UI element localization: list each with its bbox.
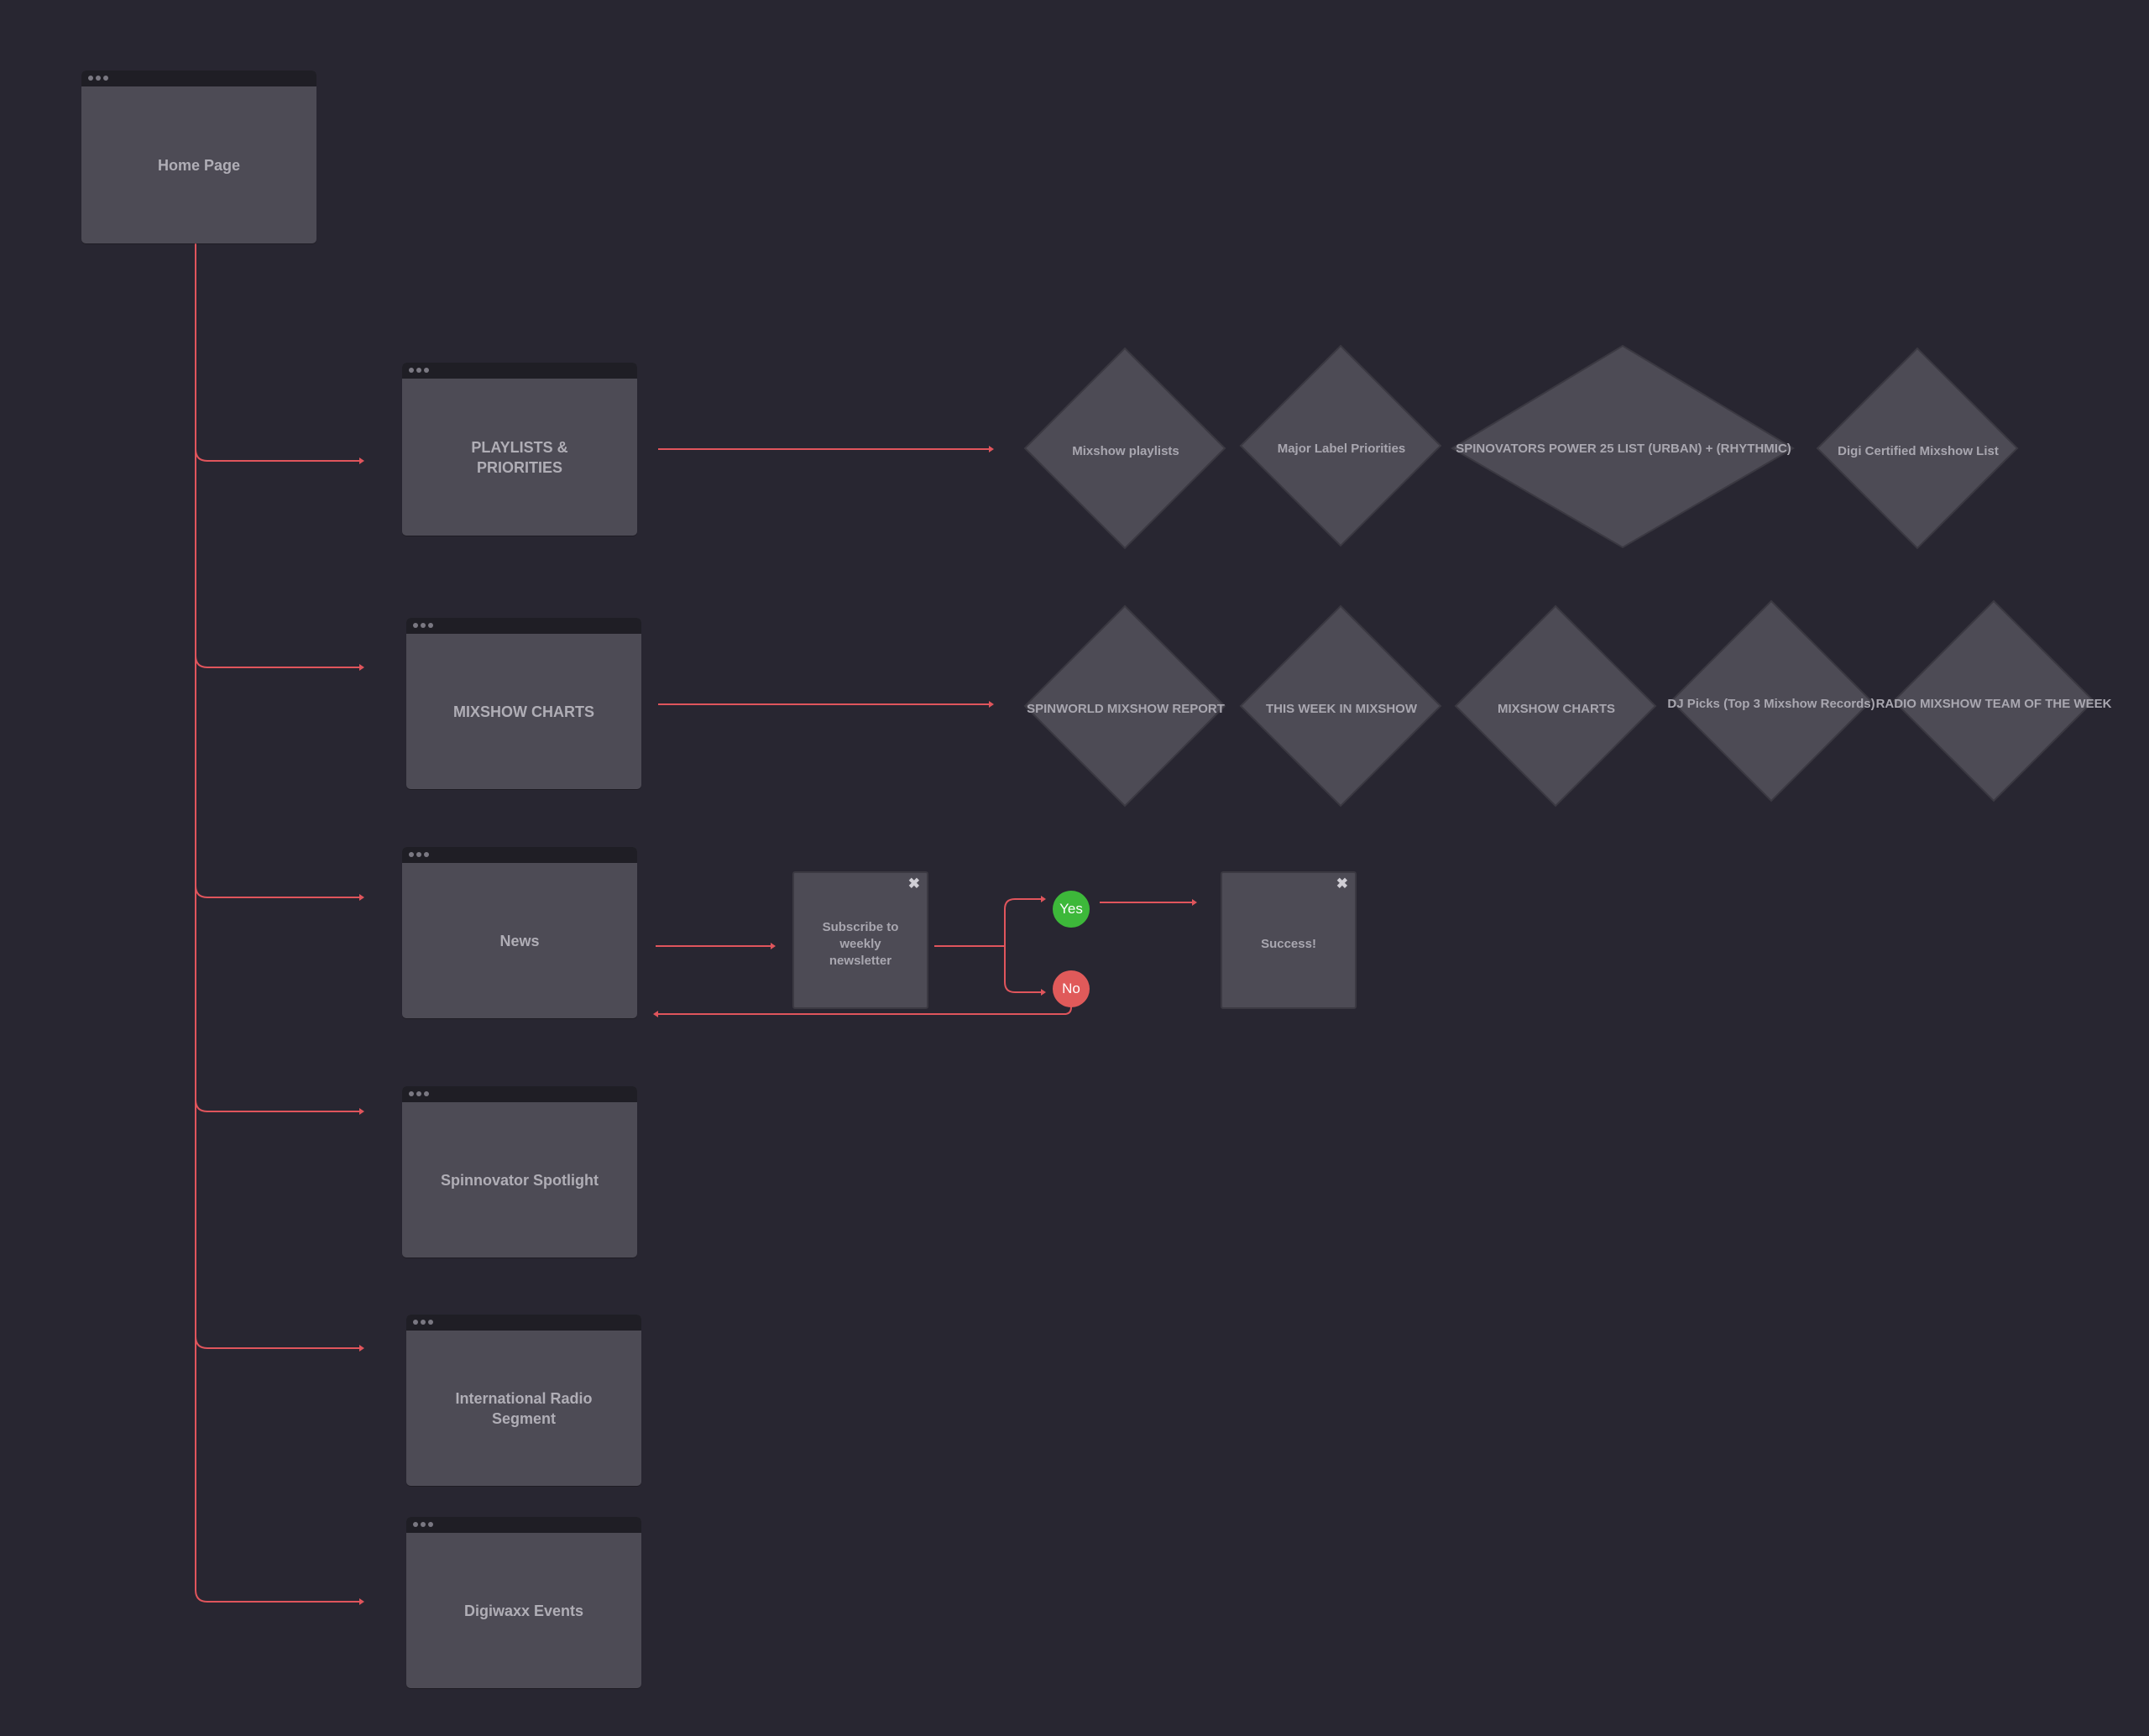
international-radio-segment-label: International Radio Segment — [455, 1389, 593, 1427]
diamond-mixshow-charts — [1454, 604, 1657, 808]
home-page-label: Home Page — [157, 156, 241, 174]
home-page-node[interactable]: Home Page — [81, 71, 316, 243]
diamond-digi-certified — [1816, 347, 2019, 550]
branch-spotlight — [195, 1099, 359, 1112]
news-node[interactable]: News — [402, 847, 637, 1018]
diamond-mixshow-playlists — [1023, 347, 1226, 550]
diamond-spinovators-power-25 — [1451, 344, 1795, 549]
major-label-priorities-label[interactable]: Major Label Priorities — [1277, 441, 1406, 456]
mixshow-charts-label: MIXSHOW CHARTS — [453, 703, 594, 720]
window-dots-icon — [409, 1091, 431, 1096]
dj-picks-label[interactable]: DJ Picks (Top 3 Mixshow Records) — [1667, 696, 1875, 711]
window-dots-icon — [409, 852, 431, 857]
spinnovator-spotlight-node[interactable]: Spinnovator Spotlight — [402, 1086, 637, 1258]
playlists-priorities-node[interactable]: PLAYLISTS & PRIORITIES — [402, 363, 637, 536]
close-icon[interactable]: ✖ — [907, 876, 920, 892]
branch-news — [195, 885, 359, 898]
mixshow-charts-node[interactable]: MIXSHOW CHARTS — [406, 618, 641, 789]
spinworld-mixshow-report-label[interactable]: SPINWORLD MIXSHOW REPORT — [1027, 701, 1225, 716]
digi-certified-mixshow-list-label[interactable]: Digi Certified Mixshow List — [1838, 443, 1999, 458]
window-dots-icon — [413, 1320, 436, 1325]
success-modal[interactable]: ✖ Success! — [1221, 871, 1357, 1009]
digiwaxx-events-label: Digiwaxx Events — [463, 1602, 584, 1619]
mixshow-playlists-label[interactable]: Mixshow playlists — [1072, 443, 1179, 458]
yes-badge[interactable]: Yes — [1053, 891, 1090, 928]
spine-connector — [195, 243, 359, 1603]
spinnovator-spotlight-label: Spinnovator Spotlight — [441, 1171, 599, 1189]
playlists-priorities-label: PLAYLISTS & PRIORITIES — [471, 438, 568, 476]
window-dots-icon — [413, 1522, 436, 1527]
diamond-major-label-priorities — [1239, 344, 1442, 547]
split-yes-no — [934, 898, 1041, 993]
international-radio-segment-node[interactable]: International Radio Segment — [406, 1315, 641, 1486]
newsletter-modal[interactable]: ✖ Subscribe to weekly newsletter — [792, 871, 928, 1009]
branch-international — [195, 1336, 359, 1349]
diamond-radio-mixshow-team — [1892, 599, 2095, 803]
window-dots-icon — [409, 368, 431, 373]
spinovators-power-25-label[interactable]: SPINOVATORS POWER 25 LIST (URBAN) + (RHY… — [1456, 441, 1791, 456]
success-label: Success! — [1261, 937, 1316, 951]
branch-playlists — [195, 448, 359, 462]
digiwaxx-events-node[interactable]: Digiwaxx Events — [406, 1517, 641, 1688]
news-label: News — [499, 932, 540, 949]
diamond-this-week-in-mixshow — [1239, 604, 1442, 808]
close-icon[interactable]: ✖ — [1336, 876, 1348, 892]
diamond-dj-picks — [1670, 599, 1873, 803]
window-dots-icon — [88, 76, 111, 81]
radio-mixshow-team-label[interactable]: RADIO MIXSHOW TEAM OF THE WEEK — [1875, 696, 2112, 711]
no-badge[interactable]: No — [1053, 970, 1090, 1007]
this-week-in-mixshow-label[interactable]: THIS WEEK IN MIXSHOW — [1266, 701, 1417, 716]
diamond-spinworld-mixshow-report — [1023, 604, 1226, 808]
window-dots-icon — [413, 623, 436, 628]
mixshow-charts-item-label[interactable]: MIXSHOW CHARTS — [1498, 701, 1615, 716]
newsletter-modal-label: Subscribe to weekly newsletter — [822, 920, 899, 968]
arrow-no-news — [658, 1006, 1072, 1015]
branch-charts — [195, 655, 359, 668]
